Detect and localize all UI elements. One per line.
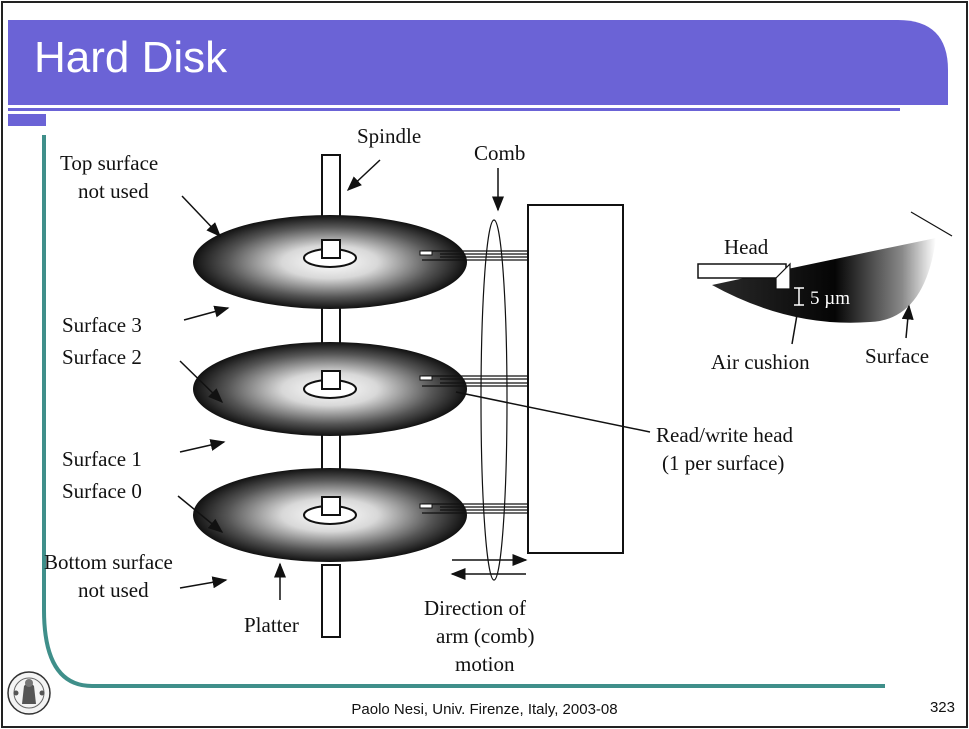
title-banner	[8, 20, 948, 105]
page-number: 323	[929, 699, 955, 716]
spindle-hub-bottom	[321, 496, 341, 516]
surface0-arrow	[177, 495, 224, 533]
label-rw-head-1: Read/write head	[656, 423, 794, 447]
label-platter: Platter	[244, 613, 299, 637]
title-tab	[8, 114, 46, 126]
label-direction-1: Direction of	[424, 596, 526, 620]
spindle-hub-top	[321, 239, 341, 259]
inset-label-surface: Surface	[865, 344, 929, 368]
label-direction-3: motion	[455, 652, 515, 676]
label-top-surface-2: not used	[78, 179, 149, 203]
label-top-surface-1: Top surface	[60, 151, 158, 175]
inset-label-head: Head	[724, 235, 769, 259]
head-bottom	[419, 503, 433, 509]
label-surface-1: Surface 1	[62, 447, 142, 471]
inset-label-air-cushion: Air cushion	[711, 350, 810, 374]
surface2-arrow	[179, 360, 224, 404]
label-bottom-surface-2: not used	[78, 578, 149, 602]
label-surface-2: Surface 2	[62, 345, 142, 369]
top-surface-arrow	[181, 195, 222, 238]
slide-title: Hard Disk	[34, 33, 228, 82]
content-bracket	[42, 135, 885, 688]
surface1-arrow	[179, 439, 226, 453]
air-cushion-leader	[791, 308, 799, 345]
head-inset: Head 5 µm Air cushion Surface	[697, 211, 953, 374]
label-bottom-surface-1: Bottom surface	[44, 550, 173, 574]
arms-middle	[422, 375, 528, 387]
university-seal-logo	[7, 671, 51, 715]
label-direction-2: arm (comb)	[436, 624, 535, 648]
spindle-arrow	[346, 159, 381, 192]
surface-inset-arrow	[901, 304, 914, 339]
spindle-bottom	[321, 564, 341, 638]
label-surface-3: Surface 3	[62, 313, 142, 337]
label-comb: Comb	[474, 141, 525, 165]
head-top	[419, 250, 433, 256]
title-underline	[8, 108, 900, 111]
inset-head	[697, 263, 787, 279]
bottom-surface-arrow	[179, 576, 228, 589]
label-surface-0: Surface 0	[62, 479, 142, 503]
inset-label-gap: 5 µm	[810, 288, 850, 309]
hard-disk-diagram: Spindle Comb Top surface not used Surfac…	[44, 124, 794, 676]
comb-box	[527, 204, 624, 554]
label-rw-head-2: (1 per surface)	[662, 451, 784, 475]
spindle-hub-middle	[321, 370, 341, 390]
comb-ellipse	[480, 219, 508, 581]
inset-head-slider	[775, 262, 791, 290]
slide-footer: Paolo Nesi, Univ. Firenze, Italy, 2003-0…	[351, 701, 618, 718]
head-middle	[419, 375, 433, 381]
surface3-arrow	[183, 305, 230, 321]
inset-surface-edge	[910, 211, 953, 237]
rw-head-leader	[455, 391, 651, 433]
inset-surface	[712, 238, 936, 323]
arms-top	[422, 250, 528, 261]
label-spindle: Spindle	[357, 124, 421, 148]
